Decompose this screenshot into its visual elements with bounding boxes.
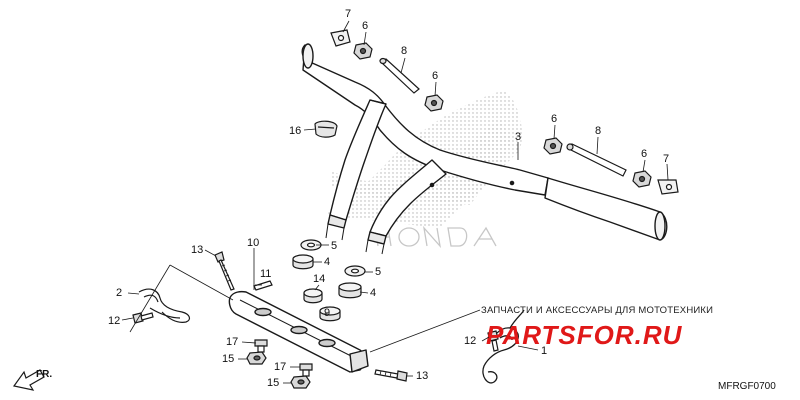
nut-15b — [290, 375, 311, 389]
callout-7: 7 — [663, 153, 670, 165]
nut-6c — [543, 137, 563, 155]
nut-6a — [353, 42, 373, 60]
callout-5: 5 — [331, 240, 338, 252]
callout-17: 17 — [226, 336, 239, 348]
callout-13: 13 — [416, 370, 429, 382]
diagram-code: MFRGF0700 — [718, 381, 776, 392]
callout-15: 15 — [222, 353, 235, 365]
honda-wordmark-watermark — [374, 225, 497, 249]
cushion-4a — [292, 254, 314, 270]
callout-2: 2 — [116, 287, 123, 299]
callout-9: 9 — [324, 307, 331, 319]
callout-4: 4 — [324, 256, 331, 268]
callout-16: 16 — [289, 125, 302, 137]
callout-13: 13 — [191, 244, 204, 256]
handlebar — [301, 43, 668, 255]
clip-11 — [253, 280, 273, 291]
washer-5b — [344, 265, 366, 277]
handlebar-holder — [228, 290, 369, 373]
partsfor-logo: PARTSFOR.RU — [486, 320, 683, 350]
nut-15a — [246, 351, 267, 365]
band-16 — [314, 120, 338, 138]
wire-clamp-1 — [482, 309, 525, 384]
clip-right — [657, 179, 679, 195]
callout-7: 7 — [345, 8, 352, 20]
callout-12: 12 — [108, 315, 121, 327]
leader-lines — [121, 20, 669, 384]
shop-tagline: ЗАПЧАСТИ И АКСЕССУАРЫ ДЛЯ МОТОТЕХНИКИ — [481, 305, 714, 316]
callout-6: 6 — [641, 148, 648, 160]
bolt-13b — [374, 369, 408, 382]
callout-3: 3 — [515, 131, 522, 143]
bolt-17a — [254, 339, 268, 353]
clip-left — [330, 29, 351, 47]
nut-6b — [424, 94, 444, 112]
callout-8: 8 — [401, 45, 408, 57]
callout-6: 6 — [432, 70, 439, 82]
rod-8b — [566, 143, 627, 177]
harness-clamp-2 — [138, 288, 191, 323]
callout-5: 5 — [375, 266, 382, 278]
callout-12: 12 — [464, 335, 477, 347]
cushion-4b — [338, 282, 362, 299]
callout-6: 6 — [551, 113, 558, 125]
callout-17: 17 — [274, 361, 287, 373]
rod-8a — [379, 57, 420, 94]
bolt-17b — [299, 363, 313, 377]
callout-11: 11 — [260, 268, 272, 280]
callout-1: 1 — [541, 345, 548, 357]
front-arrow-icon — [12, 369, 45, 391]
callout-14: 14 — [313, 273, 326, 285]
collar-14 — [303, 288, 323, 304]
callout-15: 15 — [267, 377, 280, 389]
washer-5a — [300, 239, 322, 251]
callout-4: 4 — [370, 287, 377, 299]
cushion-9 — [319, 306, 341, 322]
callout-10: 10 — [247, 237, 260, 249]
nut-6d — [632, 170, 652, 188]
callout-6: 6 — [362, 20, 369, 32]
front-label: FR. — [36, 369, 53, 380]
bolt-12b — [487, 330, 499, 352]
partsfor-logo-text: PARTSFOR.RU — [486, 320, 683, 350]
callout-8: 8 — [595, 125, 602, 137]
bolt-13a — [214, 251, 235, 291]
